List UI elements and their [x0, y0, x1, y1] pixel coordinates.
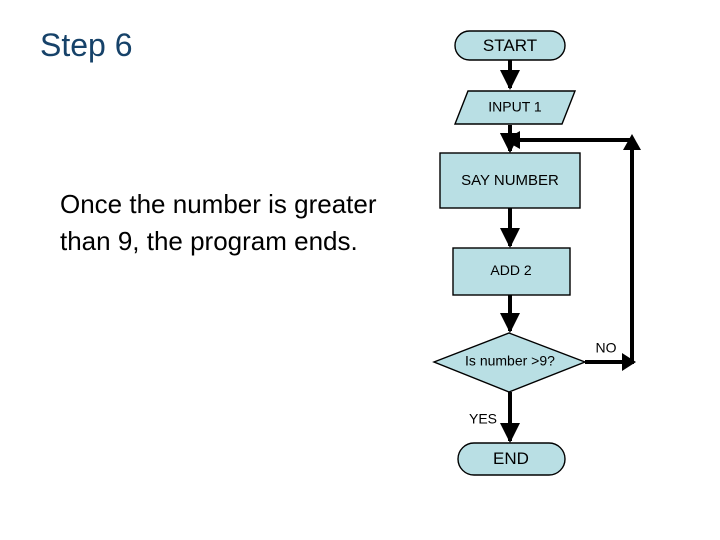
node-decision[interactable]: Is number >9?	[432, 332, 587, 393]
node-input[interactable]: INPUT 1	[453, 90, 577, 125]
edge-label-yes: YES	[469, 411, 497, 427]
node-start-label: START	[483, 36, 537, 55]
edge-label-no: NO	[596, 340, 617, 356]
node-start[interactable]: START	[454, 30, 566, 61]
page-title: Step 6	[40, 27, 133, 63]
edge-decision-no-loop	[512, 138, 634, 364]
node-add-2[interactable]: ADD 2	[452, 247, 571, 296]
slide-body-text: Once the number is greater than 9, the p…	[60, 189, 377, 256]
node-say-number-label: SAY NUMBER	[461, 172, 559, 189]
node-end-label: END	[493, 449, 529, 468]
node-say-number[interactable]: SAY NUMBER	[439, 152, 581, 209]
node-add-2-label: ADD 2	[490, 262, 531, 278]
loop-arrowhead-right	[622, 353, 636, 371]
node-end[interactable]: END	[457, 442, 566, 476]
node-decision-label: Is number >9?	[465, 353, 555, 369]
loop-arrowhead-up	[623, 134, 641, 150]
node-input-label: INPUT 1	[488, 99, 542, 115]
